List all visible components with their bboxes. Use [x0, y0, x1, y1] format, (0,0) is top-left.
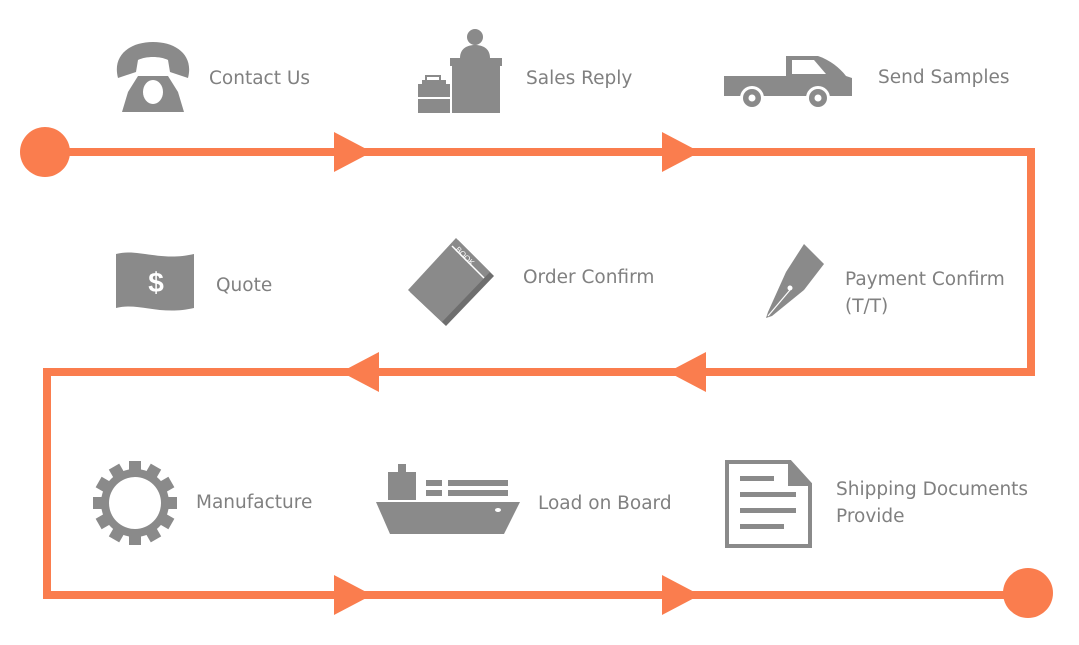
step-label-send-samples: Send Samples: [878, 64, 1009, 91]
step-label-line2: Provide: [836, 506, 905, 527]
salesperson-desk-icon: [418, 29, 502, 113]
step-label-contact-us: Contact Us: [209, 65, 310, 92]
step-label-shipping-documents: Shipping Documents Provide: [836, 476, 1028, 530]
step-label-manufacture: Manufacture: [196, 489, 312, 516]
arrow-right: [334, 575, 372, 615]
arrow-left: [341, 352, 379, 392]
step-label-text: Manufacture: [196, 492, 313, 513]
pickup-truck-icon: [724, 56, 852, 110]
flow-line: [43, 148, 1035, 599]
arrow-left: [668, 352, 706, 392]
step-label-line1: Shipping Documents: [836, 479, 1029, 500]
dollar-symbol: $: [148, 267, 164, 298]
step-label-quote: Quote: [216, 272, 272, 299]
document-icon: [725, 460, 812, 548]
step-label-payment-confirm: Payment Confirm (T/T): [845, 266, 1005, 320]
telephone-icon: [116, 42, 190, 112]
step-label-text: Contact Us: [209, 68, 311, 89]
cargo-ship-icon: [376, 464, 520, 534]
start-dot: [20, 127, 70, 177]
step-label-order-confirm: Order Confirm: [523, 264, 654, 291]
step-label-text: Load on Board: [538, 493, 672, 514]
step-label-text: Send Samples: [878, 67, 1010, 88]
fountain-pen-icon: [766, 244, 824, 318]
gear-icon: [93, 461, 177, 545]
step-label-line1: Payment Confirm: [845, 269, 1005, 290]
arrow-right: [662, 575, 700, 615]
step-label-text: Quote: [216, 275, 273, 296]
step-label-line2: (T/T): [845, 296, 889, 317]
dollar-banknote-icon: $: [116, 252, 194, 311]
step-label-text: Order Confirm: [523, 267, 655, 288]
arrow-right: [662, 132, 700, 172]
step-label-load-on-board: Load on Board: [538, 490, 672, 517]
end-dot: [1003, 568, 1053, 618]
step-label-sales-reply: Sales Reply: [526, 65, 632, 92]
arrow-right: [334, 132, 372, 172]
step-label-text: Sales Reply: [526, 68, 633, 89]
book-icon: BOOK: [408, 238, 494, 326]
